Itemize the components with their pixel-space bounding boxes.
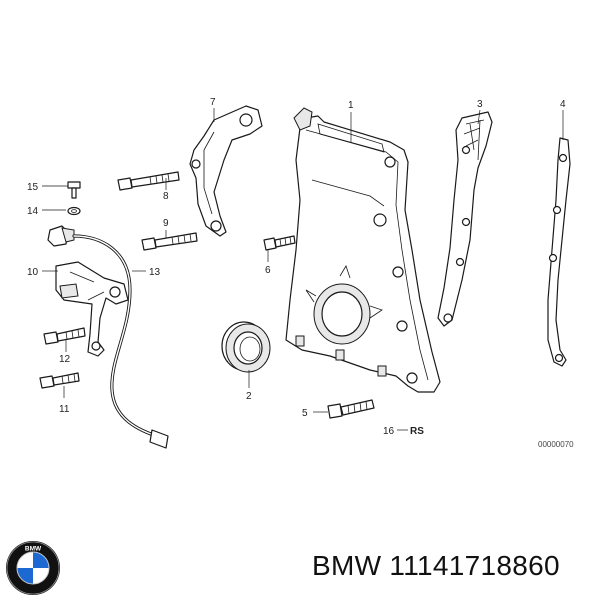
- rs-label: RS: [410, 426, 424, 437]
- bolt-12: [43, 327, 86, 345]
- callout-1: 1: [348, 100, 354, 111]
- callout-labels: 1 2 3 4 5 6 7 8 9 10 11 12 13 14 15 16 R…: [27, 97, 574, 449]
- reference-code: 00000070: [538, 440, 574, 449]
- gasket-cover: [437, 111, 493, 327]
- callout-6: 6: [265, 265, 271, 276]
- timing-case-cover: [285, 107, 441, 393]
- sensor-bracket: [55, 261, 129, 357]
- small-screw: [67, 181, 81, 199]
- leader-lines: [42, 108, 564, 431]
- callout-3: 3: [477, 99, 483, 110]
- callout-5: 5: [302, 408, 308, 419]
- bmw-logo: BMW: [6, 541, 60, 595]
- radial-shaft-seal: [221, 321, 271, 373]
- callout-4: 4: [560, 99, 566, 110]
- washer: [67, 206, 81, 216]
- crankshaft-sensor: [47, 225, 169, 449]
- callout-2: 2: [246, 391, 252, 402]
- callout-7: 7: [210, 97, 216, 108]
- callout-8: 8: [163, 191, 169, 202]
- bolt-5: [327, 399, 375, 419]
- callout-11: 11: [59, 404, 70, 415]
- svg-text:BMW: BMW: [25, 546, 42, 553]
- bolt-6: [263, 235, 296, 251]
- bracket: [189, 105, 263, 237]
- callout-9: 9: [163, 218, 169, 229]
- callout-15: 15: [27, 182, 39, 193]
- gasket-head: [547, 137, 571, 367]
- bolt-8: [117, 171, 180, 191]
- bolt-9: [141, 232, 198, 251]
- callout-13: 13: [149, 267, 161, 278]
- bolt-11: [39, 372, 80, 389]
- callout-16: 16: [383, 426, 395, 437]
- callout-12: 12: [59, 354, 71, 365]
- callout-10: 10: [27, 267, 39, 278]
- callout-14: 14: [27, 206, 39, 217]
- part-number: BMW 11141718860: [312, 550, 560, 581]
